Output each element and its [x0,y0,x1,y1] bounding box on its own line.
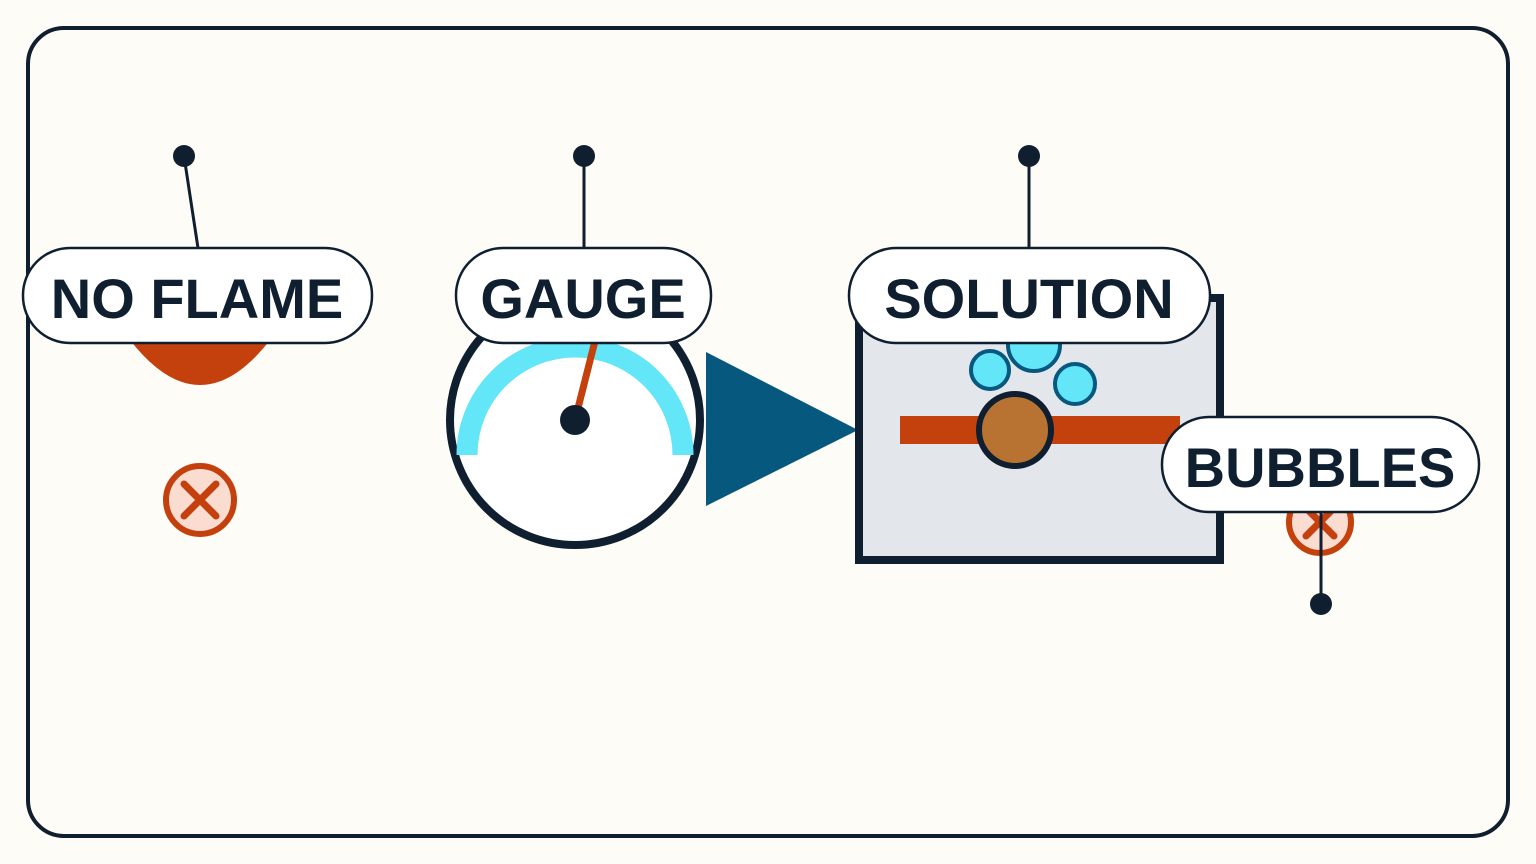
gauge-leader-dot [573,145,595,167]
label-no-flame: NO FLAME [21,246,374,345]
label-gauge: GAUGE [454,246,713,345]
no-flame-x-icon [163,463,237,537]
stir-knob [976,391,1054,469]
gauge-needle-hub [560,405,590,435]
solution-leader-dot [1018,145,1040,167]
label-no-flame-text: NO FLAME [51,267,343,330]
flame-shape [130,340,270,385]
label-solution: SOLUTION [847,246,1212,345]
no-flame-leader-dot [173,145,195,167]
label-bubbles-text: BUBBLES [1185,436,1456,499]
bubble [1053,362,1097,406]
gauge-arc [456,336,694,456]
no-flame-leader-line [182,155,200,249]
label-gauge-text: GAUGE [480,267,685,330]
label-solution-text: SOLUTION [884,267,1173,330]
bubbles-leader-dot [1310,593,1332,615]
label-bubbles: BUBBLES [1160,415,1481,514]
no-flame-group [130,145,270,537]
flow-arrow [706,352,858,506]
bubble [969,349,1011,391]
